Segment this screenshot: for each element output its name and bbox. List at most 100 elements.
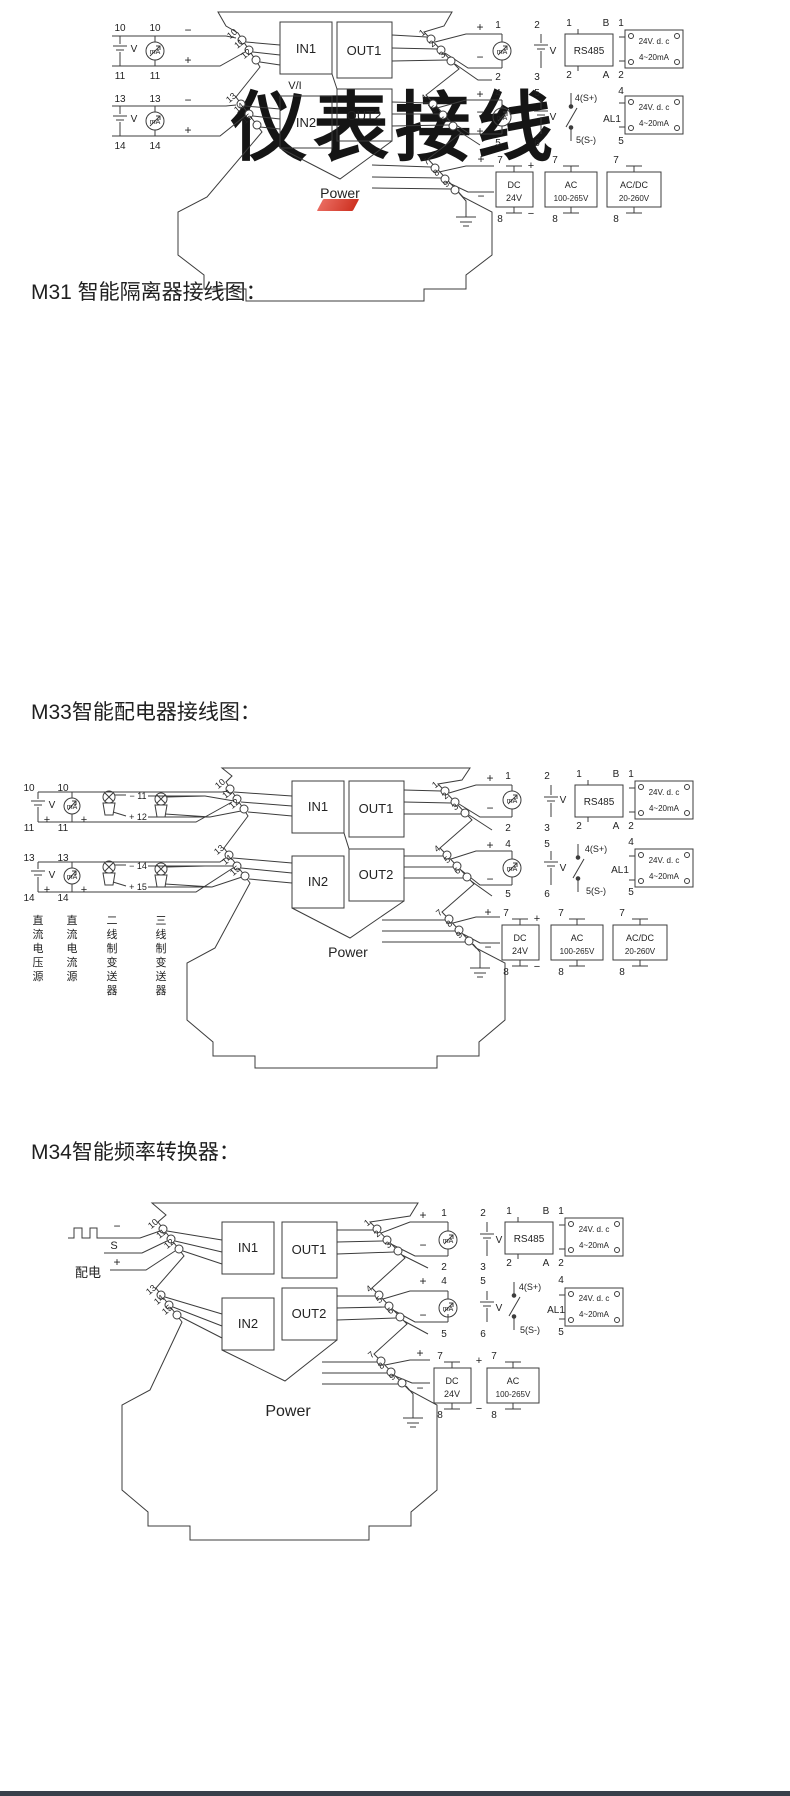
- diagram-label: 11: [115, 71, 126, 82]
- diagram-label: − 11: [129, 791, 146, 801]
- diagram-label: 5: [505, 889, 511, 900]
- power-divider: [291, 900, 405, 939]
- diagram-label: + 12: [129, 812, 147, 822]
- rs485-box: [574, 784, 624, 818]
- out2-box: [281, 1287, 338, 1341]
- diagram-label: 7: [552, 155, 558, 166]
- m34-structure: [68, 1202, 624, 1541]
- diagram-label: OUT1: [292, 1242, 327, 1257]
- diagram-label: 1: [558, 1206, 564, 1217]
- diagram-label: +: [476, 87, 483, 101]
- diagram-label: AC/DC: [626, 933, 655, 943]
- out1-box: [348, 780, 405, 838]
- diagram-label: AL1: [603, 114, 621, 125]
- diagram-label: 8: [497, 214, 503, 225]
- diagram-label: mA: [67, 804, 78, 811]
- diagram-label: 5: [558, 1327, 564, 1338]
- diagram-label: Power: [328, 944, 368, 960]
- diagram-label: 14: [23, 893, 35, 904]
- v-meter: [544, 851, 558, 885]
- diagram-label: 2: [628, 821, 634, 832]
- diagram-label: 4: [558, 1275, 564, 1286]
- diagram-label: OUT2: [347, 108, 382, 123]
- diagram-label: RS485: [584, 797, 615, 808]
- diagram-label: 2: [441, 1262, 447, 1273]
- diagram-label: IN2: [296, 115, 316, 130]
- diagram-label: 7: [491, 1351, 497, 1362]
- diagram-label: RS485: [574, 46, 605, 57]
- diagram-label: 5: [442, 854, 452, 865]
- diagram-label: V: [560, 795, 567, 806]
- diagram-label: 5(S-): [576, 135, 596, 145]
- diagram-label: 4: [628, 837, 634, 848]
- diagram-label: 5: [495, 138, 501, 149]
- diagram-label: Power: [265, 1403, 311, 1420]
- in2-box: [291, 855, 345, 909]
- diagram-label: +: [476, 20, 483, 34]
- diagram-label: 12: [227, 797, 241, 811]
- diagram-label: 11: [150, 71, 161, 82]
- diagram-label: DC: [446, 1376, 459, 1386]
- diagram-label: 24V. d. c: [639, 37, 670, 46]
- diagram-label: V: [131, 44, 138, 55]
- in1-box: [221, 1221, 275, 1275]
- diagram-label: 7: [613, 155, 619, 166]
- diagram-label: −: [486, 801, 493, 815]
- terminals: [236, 34, 460, 195]
- diagram-label: −: [416, 1381, 423, 1395]
- terminals: [156, 1224, 407, 1388]
- diagram-label: 24V. d. c: [649, 788, 680, 797]
- diagram-label: 13: [114, 94, 126, 105]
- ma-meter: [502, 858, 522, 878]
- diagram-label: 24V. d. c: [579, 1294, 610, 1303]
- device-outline: [186, 767, 506, 1069]
- diagram-label: 8: [503, 967, 509, 978]
- diagram-label: 9: [387, 1371, 397, 1382]
- diagram-label: 三线制变送器: [156, 915, 167, 997]
- diagram-label: −: [528, 208, 534, 220]
- diagram-label: 8: [444, 918, 454, 929]
- diagram-label: V: [560, 863, 567, 874]
- current-source-symbol: [145, 41, 165, 61]
- diagram-label: 8: [431, 167, 441, 178]
- diagram-label: V: [550, 46, 557, 57]
- diagram-label: 3: [480, 1262, 486, 1273]
- diagram-label: OUT1: [347, 43, 382, 58]
- diagram-label: 2: [576, 821, 582, 832]
- diagram-label: 10: [146, 1217, 160, 1231]
- ground-symbol: [403, 1385, 423, 1428]
- diagram-label: − 14: [129, 861, 147, 871]
- diagram-label: 24V: [512, 946, 528, 956]
- diagram-label: 配电: [75, 1265, 101, 1280]
- diagram-label: 5: [544, 839, 550, 850]
- diagram-label: 13: [212, 843, 226, 857]
- diagram-label: 5(S-): [586, 886, 606, 896]
- diagram-label: 3: [437, 49, 447, 60]
- dc24v-output-box: [564, 1217, 624, 1257]
- diagram-label: A: [613, 821, 620, 832]
- diagram-label: 10: [114, 23, 126, 34]
- diagram-label: mA: [443, 1238, 454, 1245]
- alarm-contact: [565, 93, 578, 141]
- diagram-label: 8: [376, 1360, 386, 1371]
- diagram-label: 1: [506, 1206, 512, 1217]
- diagram-label: V: [131, 114, 138, 125]
- square-wave-symbol: [68, 1227, 102, 1239]
- diagram-label: 3: [383, 1239, 393, 1250]
- diagram-label: 1: [566, 18, 572, 29]
- diagram-label: +: [81, 814, 87, 826]
- current-source-symbol: [63, 867, 81, 885]
- diagram-label: 3: [544, 823, 550, 834]
- current-source-symbol: [145, 111, 165, 131]
- diagram-label: A: [603, 70, 610, 81]
- diagram-label: mA: [507, 866, 518, 873]
- diagram-label: IN1: [308, 799, 328, 814]
- diagram-label: 7: [503, 908, 509, 919]
- diagram-label: +: [484, 905, 491, 919]
- diagram-label: 5: [480, 1276, 486, 1287]
- dc24v-output-box: [624, 95, 684, 135]
- diagram-label: OUT2: [292, 1306, 327, 1321]
- diagram-label: 1: [417, 27, 427, 38]
